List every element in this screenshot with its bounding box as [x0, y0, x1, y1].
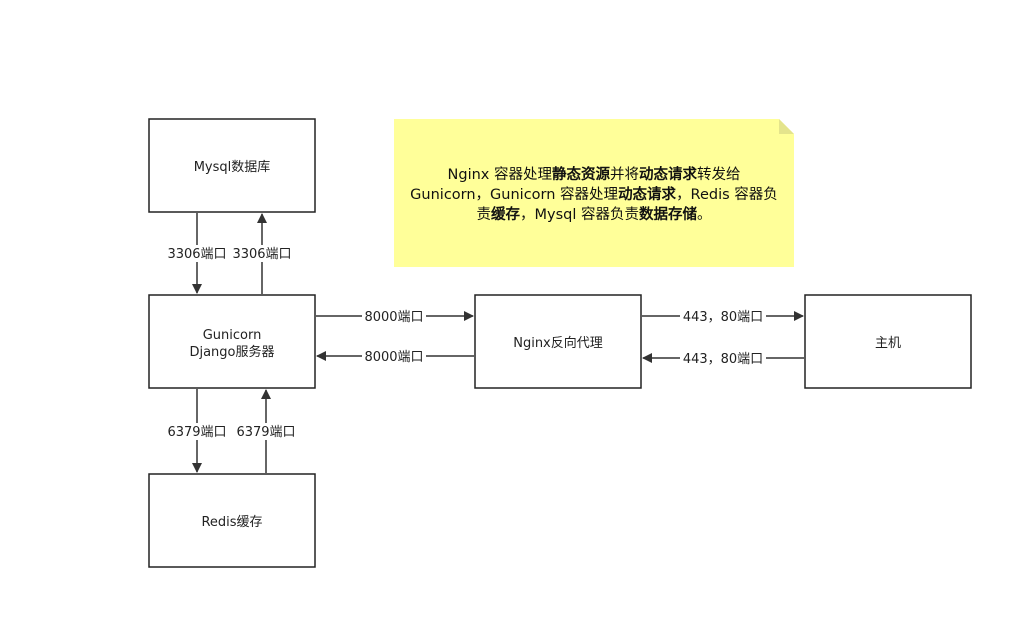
note-line-3: 责缓存，Mysql 容器负责数据存储。: [477, 205, 712, 223]
note-text: 责: [477, 206, 492, 223]
edge-label-nginx-to-host: 443，80端口: [683, 310, 763, 325]
note-text: 转发给: [697, 166, 741, 183]
edge-label-gunicorn-to-mysql: 3306端口: [167, 247, 226, 262]
note-emphasis: 动态请求: [618, 185, 676, 203]
note-line-1: Nginx 容器处理静态资源并将动态请求转发给: [448, 165, 741, 183]
node-gunicorn-label-line-2: Django服务器: [189, 344, 274, 360]
edge-label-gunicorn-to-nginx: 8000端口: [364, 310, 423, 325]
edge-label-host-to-nginx: 443，80端口: [683, 352, 763, 367]
note-fold: [779, 119, 794, 134]
node-gunicorn[interactable]: Gunicorn Django服务器: [148, 294, 316, 389]
edge-labels: 3306端口 3306端口 6379端口 6379端口 8000端口 8000端…: [165, 245, 766, 440]
node-redis[interactable]: Redis缓存: [148, 473, 316, 568]
note-text: ，Mysql 容器负责: [520, 206, 639, 223]
node-host[interactable]: 主机: [804, 294, 972, 389]
note-line-2: Gunicorn，Gunicorn 容器处理动态请求，Redis 容器负: [410, 185, 778, 203]
note-text: ，Redis 容器负: [676, 186, 778, 203]
note-text: Nginx 容器处理: [448, 166, 553, 183]
node-gunicorn-label-line-1: Gunicorn: [203, 328, 262, 343]
note-body: [394, 119, 794, 267]
nodes: Mysql数据库 Gunicorn Django服务器 Redis缓存 Ngin…: [148, 118, 972, 568]
node-mysql-label: Mysql数据库: [194, 159, 271, 175]
note-emphasis: 动态请求: [639, 165, 697, 183]
node-host-label: 主机: [875, 336, 901, 351]
node-redis-label: Redis缓存: [201, 515, 262, 530]
node-nginx[interactable]: Nginx反向代理: [474, 294, 642, 389]
note: Nginx 容器处理静态资源并将动态请求转发给 Gunicorn，Gunicor…: [394, 119, 794, 267]
node-mysql[interactable]: Mysql数据库: [148, 118, 316, 213]
note-emphasis: 缓存: [491, 205, 520, 223]
edge-label-nginx-to-gunicorn: 8000端口: [364, 350, 423, 365]
node-nginx-label: Nginx反向代理: [513, 335, 603, 351]
note-text: 。: [697, 207, 712, 223]
note-emphasis: 静态资源: [552, 165, 610, 183]
note-text: Gunicorn，Gunicorn 容器处理: [410, 186, 618, 203]
note-emphasis: 数据存储: [639, 205, 697, 223]
edge-label-mysql-to-gunicorn: 3306端口: [232, 247, 291, 262]
note-text: 并将: [610, 166, 639, 183]
edge-label-redis-to-gunicorn: 6379端口: [236, 425, 295, 440]
edge-label-gunicorn-to-redis: 6379端口: [167, 425, 226, 440]
